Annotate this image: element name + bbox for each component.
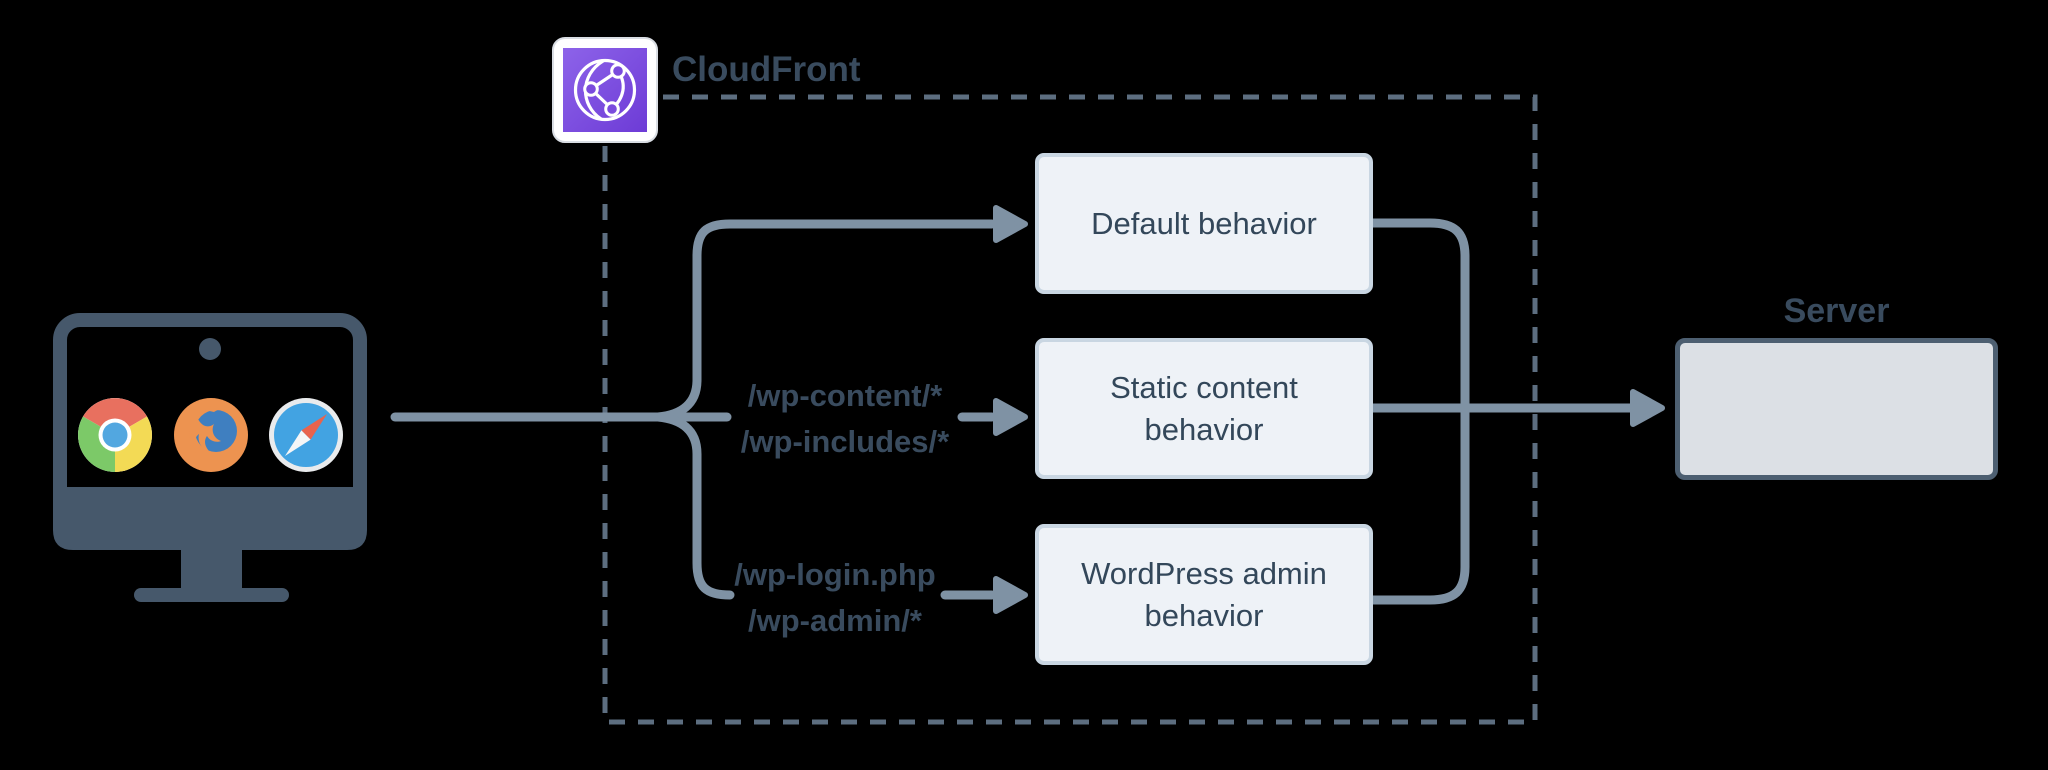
route-static-line2: /wp-includes/* — [740, 424, 950, 459]
chrome-icon — [78, 398, 152, 472]
server-box — [1675, 338, 1998, 480]
cloudfront-label: CloudFront — [672, 50, 861, 89]
cloudfront-icon — [552, 37, 658, 143]
wire-merge-bottom — [1368, 404, 1470, 605]
arrowhead-static — [993, 398, 1028, 436]
webcam-dot — [199, 338, 221, 360]
wire-branch-default — [653, 219, 997, 422]
safari-icon — [269, 398, 343, 472]
route-label-admin: /wp-login.php /wp-admin/* — [705, 552, 965, 644]
admin-behavior-line2: behavior — [1144, 597, 1264, 633]
route-admin-line2: /wp-admin/* — [748, 603, 922, 638]
route-label-static: /wp-content/* /wp-includes/* — [715, 373, 975, 465]
route-admin-line1: /wp-login.php — [734, 557, 936, 592]
firefox-icon — [174, 398, 248, 472]
static-behavior-line2: behavior — [1144, 411, 1264, 447]
monitor-icon — [53, 313, 367, 602]
wordpress-admin-behavior-box: WordPress admin behavior — [1035, 524, 1373, 665]
arrowhead-default — [993, 205, 1028, 243]
default-behavior-box: Default behavior — [1035, 153, 1373, 294]
wire-branch-admin — [653, 412, 735, 600]
route-static-line1: /wp-content/* — [747, 378, 943, 413]
cloudfront-boundary — [602, 94, 1538, 725]
arrowhead-server — [1630, 389, 1665, 427]
wire-merge-top — [1368, 218, 1470, 412]
arrowhead-admin — [993, 576, 1028, 614]
server-label: Server — [1783, 292, 1890, 330]
admin-behavior-line1: WordPress admin — [1081, 555, 1327, 591]
static-behavior-line1: Static content — [1110, 369, 1298, 405]
default-behavior-label: Default behavior — [1091, 205, 1317, 241]
static-content-behavior-box: Static content behavior — [1035, 338, 1373, 479]
